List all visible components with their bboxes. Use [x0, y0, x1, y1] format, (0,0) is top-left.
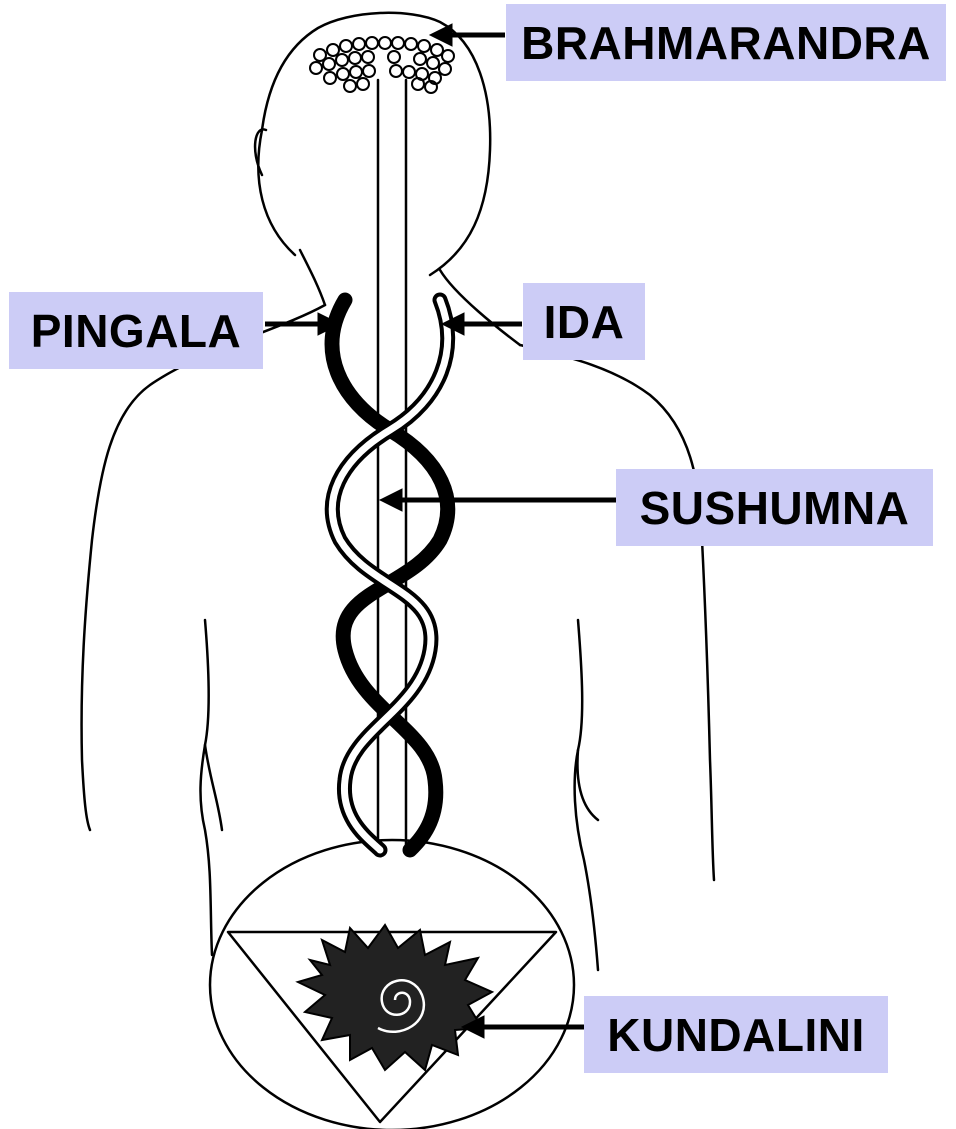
sushumna-label: SUSHUMNA: [616, 469, 933, 546]
pingala-label: PINGALA: [9, 292, 263, 369]
brahmarandra-label: BRAHMARANDRA: [506, 4, 946, 81]
right-elbow-notch: [577, 750, 598, 820]
arrow-sushumna: [380, 489, 616, 511]
right-arm-inner: [575, 620, 598, 970]
head-outline: [258, 13, 490, 275]
torso-right: [520, 345, 714, 880]
neck-left: [300, 250, 325, 305]
kundalini-flame: [298, 925, 492, 1070]
arrow-kundalini: [462, 1016, 584, 1038]
kundalini-label: KUNDALINI: [584, 996, 888, 1073]
arrow-brahmarandra: [430, 24, 505, 46]
left-elbow-notch: [205, 745, 222, 830]
left-arm-inner: [200, 620, 212, 955]
ida-label: IDA: [523, 283, 645, 360]
brahmarandra-dots: [310, 37, 454, 93]
